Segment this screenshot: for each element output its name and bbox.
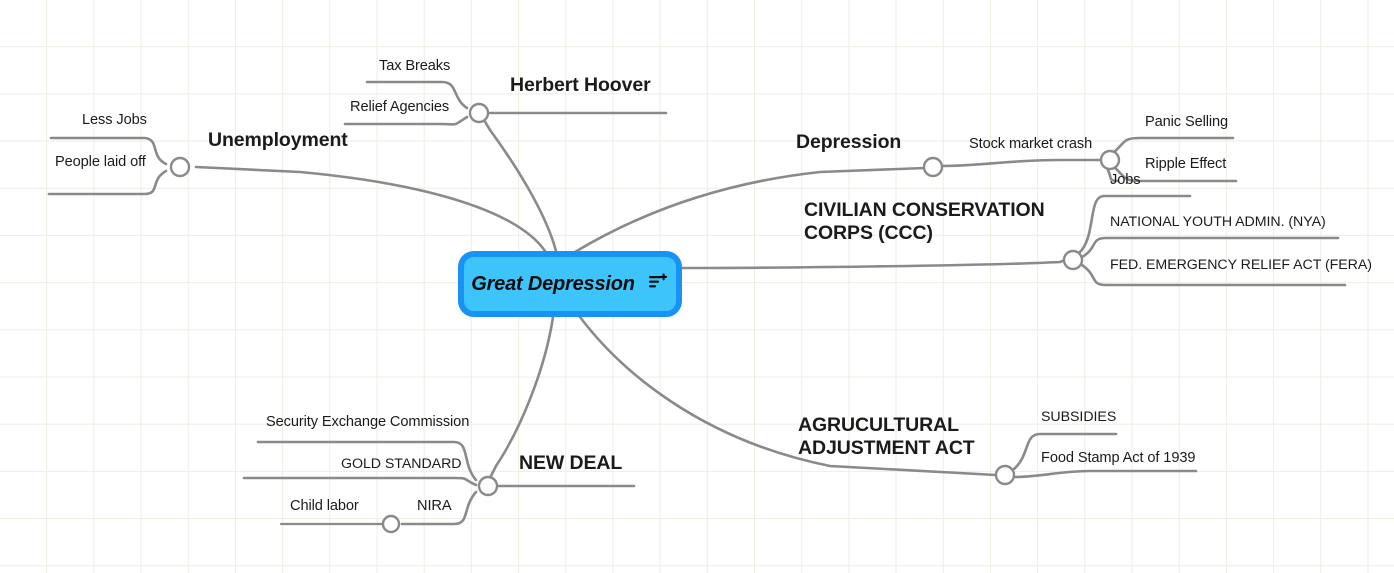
add-to-list-icon[interactable] bbox=[648, 272, 669, 296]
branch-label-aaa[interactable]: AGRUCULTURAL ADJUSTMENT ACT bbox=[798, 414, 975, 460]
knob-hoover bbox=[468, 102, 490, 124]
node-people-laid-off[interactable]: People laid off bbox=[55, 154, 146, 170]
knob-aaa bbox=[994, 464, 1016, 486]
node-food-stamp-act[interactable]: Food Stamp Act of 1939 bbox=[1041, 450, 1196, 466]
edge-unemployment-to-less-jobs bbox=[49, 136, 168, 166]
edge-new-deal-to-nira bbox=[400, 490, 478, 526]
branch-label-unemployment[interactable]: Unemployment bbox=[208, 129, 348, 151]
edge-new-deal-to-gold-standard bbox=[242, 476, 478, 487]
knob-nira bbox=[381, 514, 401, 534]
knob-stock-market-crash bbox=[1099, 149, 1121, 171]
edge-root-to-hoover bbox=[482, 118, 558, 253]
edge-root-to-unemployment bbox=[194, 165, 547, 253]
branch-label-herbert-hoover[interactable]: Herbert Hoover bbox=[510, 74, 651, 96]
knob-new-deal bbox=[477, 475, 499, 497]
node-nira[interactable]: NIRA bbox=[417, 498, 452, 514]
edge-root-to-newdeal-agencies bbox=[680, 258, 1067, 270]
node-ripple-effect[interactable]: Ripple Effect bbox=[1145, 156, 1227, 172]
edge-root-to-depression bbox=[573, 166, 927, 254]
edge-unemployment-to-people-laid-off bbox=[47, 169, 168, 196]
node-nya[interactable]: NATIONAL YOUTH ADMIN. (NYA) bbox=[1110, 214, 1326, 230]
edge-aaa-to-subsidies bbox=[1012, 432, 1118, 471]
edge-agencies-to-ccc bbox=[1078, 194, 1192, 254]
edge-root-to-aaa bbox=[578, 315, 998, 477]
root-node-label: Great Depression bbox=[471, 272, 635, 295]
knob-depression bbox=[922, 156, 944, 178]
edge-agencies-to-nya bbox=[1080, 236, 1340, 259]
edge-hoover-to-relief-agencies bbox=[343, 115, 469, 126]
node-relief-agencies[interactable]: Relief Agencies bbox=[350, 99, 450, 115]
knob-agencies bbox=[1062, 249, 1084, 271]
branch-label-ccc[interactable]: CIVILIAN CONSERVATION CORPS (CCC) bbox=[804, 199, 1045, 245]
root-node[interactable]: Great Depression bbox=[458, 251, 682, 317]
edge-aaa-to-food-stamp bbox=[1012, 469, 1198, 479]
node-fera[interactable]: FED. EMERGENCY RELIEF ACT (FERA) bbox=[1110, 257, 1372, 273]
branch-label-aaa-line1: AGRUCULTURAL bbox=[798, 414, 959, 436]
node-less-jobs[interactable]: Less Jobs bbox=[82, 112, 147, 128]
branch-label-new-deal[interactable]: NEW DEAL bbox=[519, 452, 623, 474]
node-child-labor[interactable]: Child labor bbox=[290, 498, 359, 514]
branch-label-ccc-line2: CORPS (CCC) bbox=[804, 222, 933, 244]
edge-depression-to-crash bbox=[940, 158, 1103, 168]
node-gold-standard[interactable]: GOLD STANDARD bbox=[341, 456, 462, 472]
edge-crash-to-ripple-effect bbox=[1110, 163, 1238, 183]
edge-crash-to-jobs bbox=[1106, 168, 1120, 183]
node-jobs[interactable]: Jobs bbox=[1110, 172, 1141, 188]
edge-agencies-to-fera bbox=[1080, 263, 1347, 287]
node-tax-breaks[interactable]: Tax Breaks bbox=[379, 58, 451, 74]
branch-label-aaa-line2: ADJUSTMENT ACT bbox=[798, 437, 975, 459]
edge-new-deal-to-sec bbox=[256, 440, 478, 482]
node-panic-selling[interactable]: Panic Selling bbox=[1145, 114, 1229, 130]
node-stock-market-crash[interactable]: Stock market crash bbox=[969, 136, 1093, 152]
knob-unemployment bbox=[169, 156, 191, 178]
branch-label-depression[interactable]: Depression bbox=[796, 131, 902, 153]
edge-hoover-to-tax-breaks bbox=[365, 80, 469, 110]
edge-crash-to-panic-selling bbox=[1110, 136, 1235, 156]
edge-root-to-new-deal bbox=[488, 315, 555, 480]
branch-label-ccc-line1: CIVILIAN CONSERVATION bbox=[804, 199, 1045, 221]
node-subsidies[interactable]: SUBSIDIES bbox=[1041, 409, 1117, 425]
node-security-exchange-commission[interactable]: Security Exchange Commission bbox=[266, 414, 470, 430]
